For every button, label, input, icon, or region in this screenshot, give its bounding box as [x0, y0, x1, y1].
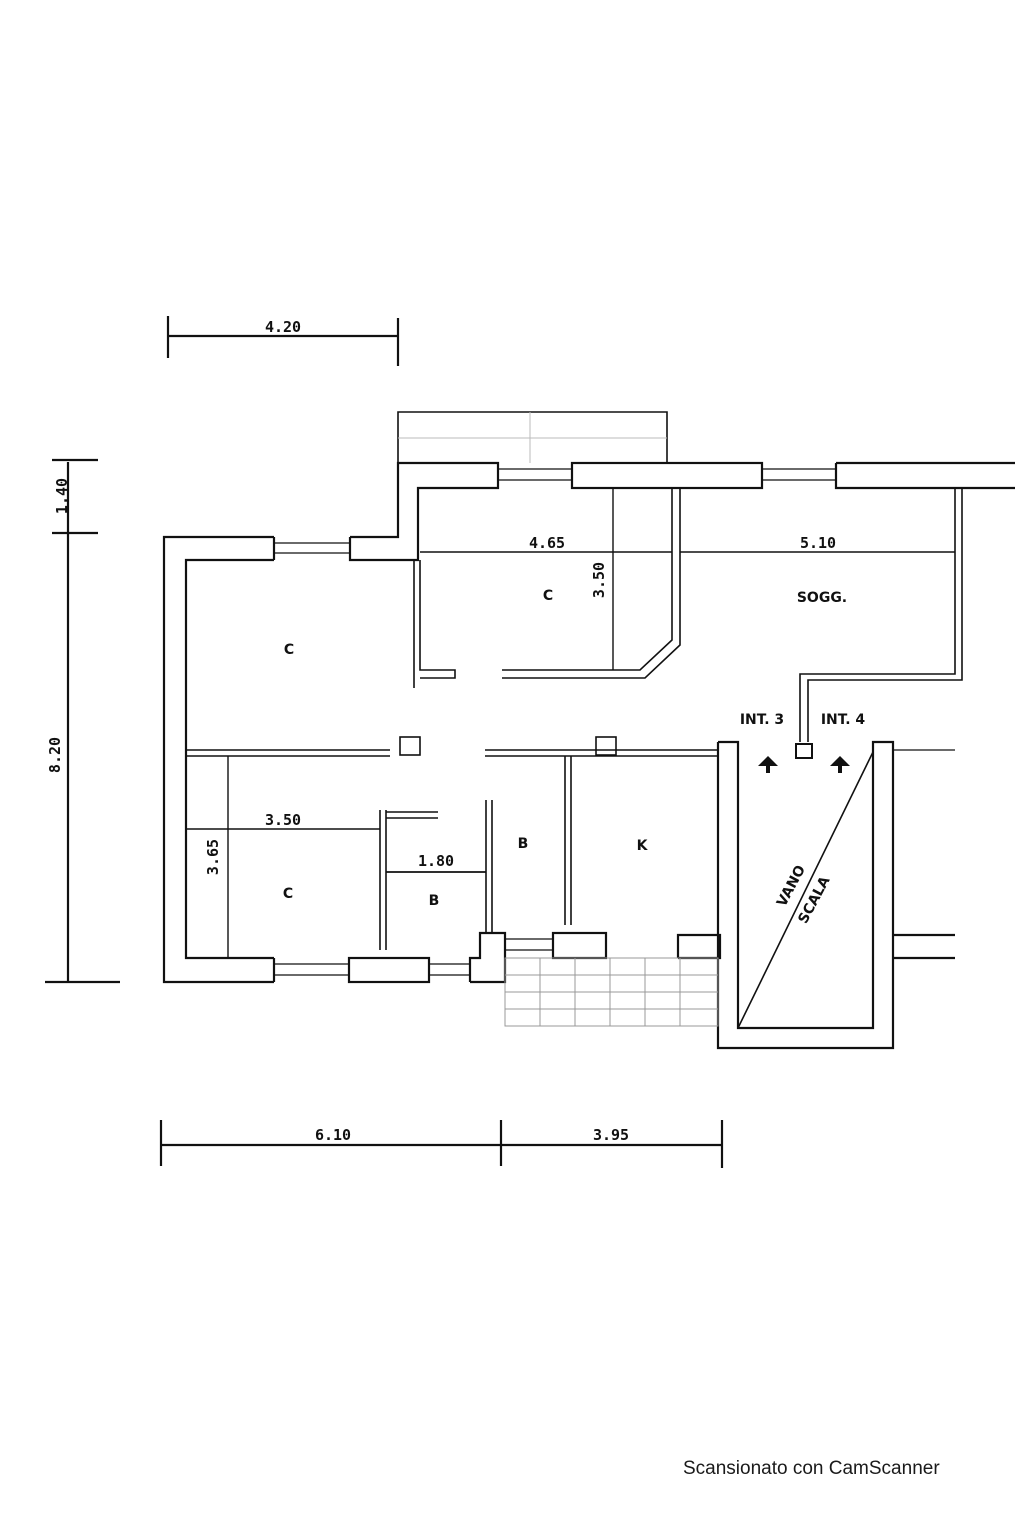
dim-room-c2-width: 4.65: [529, 534, 565, 552]
stair-diagonal: [737, 751, 874, 1029]
scanner-watermark: Scansionato con CamScanner: [683, 1458, 940, 1479]
unit-label-int3: INT. 3: [740, 712, 784, 728]
dim-top-width: 4.20: [265, 318, 301, 336]
dim-room-c3-width: 3.50: [265, 811, 301, 829]
dim-room-c3-depth: 3.65: [204, 839, 222, 875]
room-label-bedroom-large: C: [284, 642, 294, 658]
dim-bath-width: 1.80: [418, 852, 454, 870]
dim-living-width: 5.10: [800, 534, 836, 552]
outer-walls: [162, 461, 1015, 1050]
room-label-bath-small: B: [429, 893, 440, 909]
dim-bottom-right: 3.95: [593, 1126, 629, 1144]
dimension-line-bottom: [159, 1120, 724, 1168]
room-label-bedroom-bottom: C: [283, 886, 293, 902]
dimension-line-top: [166, 316, 400, 366]
dim-left-total: 8.20: [46, 737, 64, 773]
room-label-living: SOGG.: [797, 590, 847, 606]
entrance-arrows: [758, 743, 850, 773]
dim-bottom-left: 6.10: [315, 1126, 351, 1144]
interior-dimension-lines: [186, 488, 955, 958]
unit-label-int4: INT. 4: [821, 712, 866, 728]
terrace: [504, 957, 719, 1027]
windows: [274, 468, 836, 976]
dim-room-c2-depth: 3.50: [590, 562, 608, 598]
room-label-bath-main: B: [518, 836, 529, 852]
room-label-kitchen: K: [637, 838, 649, 854]
dimension-line-left: [45, 458, 120, 984]
room-label-bedroom-top: C: [543, 588, 553, 604]
dim-left-small: 1.40: [53, 478, 71, 514]
balcony: [397, 411, 668, 463]
